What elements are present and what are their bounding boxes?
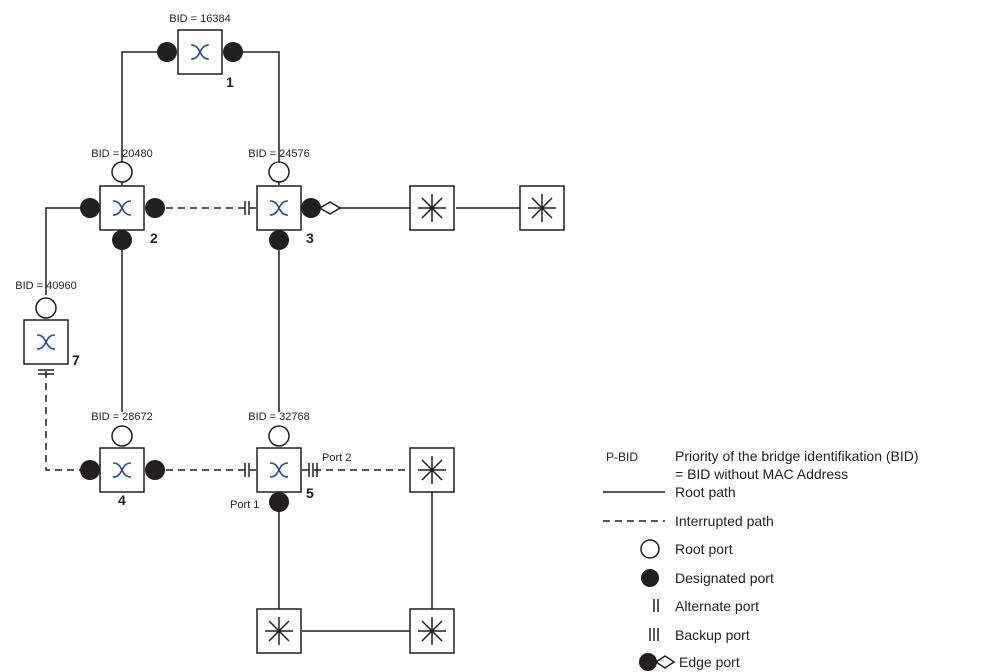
bid-label: BID = 28672 [91,411,152,423]
bridge-3: BID = 24576 3 [244,148,342,250]
bridge-crossover-icon [269,462,289,478]
end-device-c [409,447,455,493]
link-7-4-interrupted [45,371,90,471]
links [45,51,520,632]
bridge-crossover-icon [112,462,132,478]
asterisk-device-icon [265,617,293,645]
legend-edge-port: Edge port [679,654,740,670]
asterisk-device-icon [528,194,556,222]
bridge-number: 2 [150,230,158,246]
legend-edge-port-dot [639,653,657,671]
designated-port [145,460,165,480]
designated-port [145,198,165,218]
bid-label: BID = 16384 [169,13,230,25]
root-port [268,161,290,183]
designated-port [112,230,132,250]
bridge-crossover-icon [112,200,132,216]
edge-port-diamond [318,201,342,215]
bridge-number: 3 [306,230,314,246]
root-port [35,297,57,319]
bridge-2: BID = 20480 2 [80,148,165,250]
end-device-e [409,608,455,654]
bridge-crossover-icon [190,44,210,60]
bridge-number: 1 [226,74,234,90]
designated-port [80,460,100,480]
legend-root-port-icon [640,539,660,559]
root-port [111,425,133,447]
bridge-5: BID = 32768 5 Port 2 Port 1 [230,411,351,512]
bridge-number: 4 [118,492,126,508]
port-2-label: Port 2 [322,452,351,464]
designated-port [269,492,289,512]
designated-port [269,230,289,250]
legend-pbid-line2: = BID without MAC Address [675,466,848,482]
bid-label: BID = 24576 [248,148,309,160]
legend-designated-port-icon [641,569,659,587]
link-1-2 [121,51,167,208]
legend-pbid-key: P-BID [606,450,638,464]
end-device-d [256,608,302,654]
end-device-b [519,185,565,231]
bridge-crossover-icon [269,200,289,216]
legend-root-path: Root path [675,484,736,500]
legend: P-BID Priority of the bridge identifikat… [603,448,919,671]
asterisk-device-icon [418,194,446,222]
designated-port [80,198,100,218]
asterisk-device-icon [418,456,446,484]
legend-backup-port: Backup port [675,627,750,643]
link-2-7 [45,207,90,295]
legend-designated-port: Designated port [675,570,774,586]
edge-port-dot [301,198,321,218]
root-port [111,161,133,183]
bid-label: BID = 20480 [91,148,152,160]
legend-root-port: Root port [675,541,733,557]
bridge-number: 7 [72,352,80,368]
bid-label: BID = 40960 [15,280,76,292]
legend-alternate-port: Alternate port [675,598,759,614]
designated-port [223,42,243,62]
designated-port [157,42,177,62]
bridge-number: 5 [306,485,314,501]
port-1-label: Port 1 [230,499,259,511]
legend-interrupted-path: Interrupted path [675,513,774,529]
bridge-7: BID = 40960 7 [15,280,80,375]
bid-label: BID = 32768 [248,411,309,423]
legend-edge-port-diamond [654,655,676,669]
bridge-crossover-icon [36,334,56,350]
asterisk-device-icon [418,617,446,645]
end-device-a [409,185,455,231]
bridge-1: BID = 16384 1 [157,13,243,90]
link-1-3 [233,51,280,185]
bridge-4: BID = 28672 4 [80,411,165,508]
bridge-box [99,185,145,231]
legend-pbid-line1: Priority of the bridge identifikation (B… [675,448,919,464]
root-port [268,425,290,447]
